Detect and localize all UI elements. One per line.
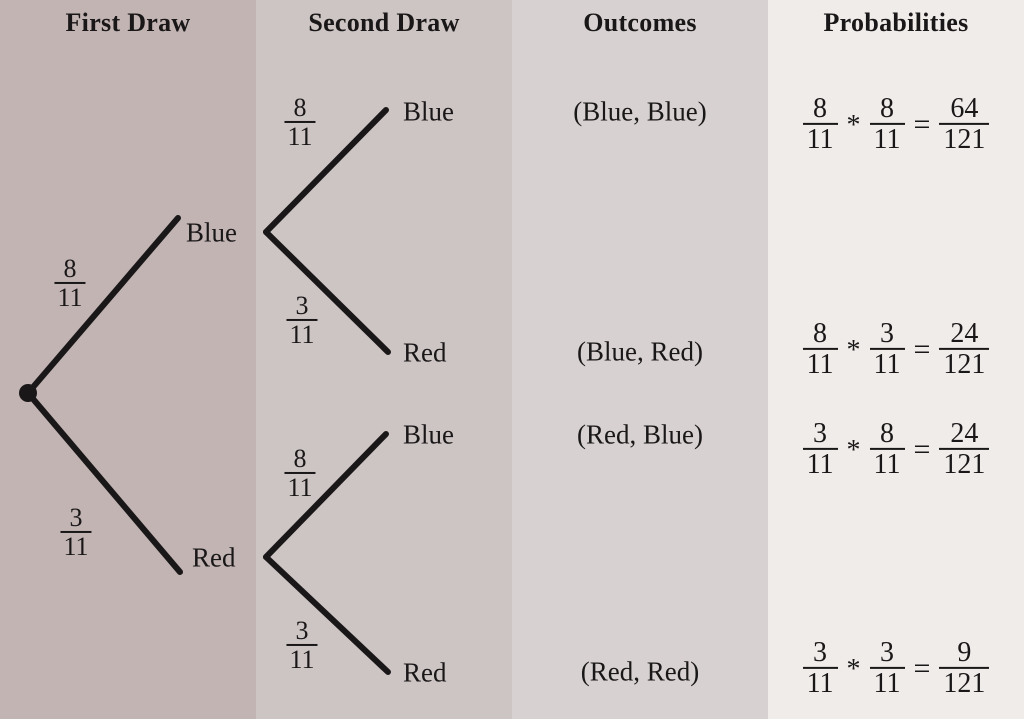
branch-first-blue [25, 215, 181, 396]
probability-result-fraction: 24 121 [939, 417, 990, 479]
numerator: 8 [293, 443, 307, 473]
denominator: 121 [939, 123, 990, 154]
probability-row-red-blue: 3 11 * 8 11 = 24 121 [768, 419, 1024, 479]
denominator: 11 [869, 123, 905, 154]
denominator: 11 [286, 319, 318, 348]
root-node-dot [19, 384, 37, 402]
outcome-red-blue: (Red, Blue) [577, 419, 703, 450]
numerator: 3 [813, 636, 828, 668]
probability-second-fraction: 8 11 [869, 417, 905, 479]
header-probabilities: Probabilities [823, 8, 969, 37]
numerator: 8 [813, 92, 828, 124]
node-second-draw-blue-blue: Blue [403, 96, 454, 127]
numerator: 8 [813, 317, 828, 349]
numerator: 3 [880, 317, 895, 349]
header-outcomes: Outcomes [583, 8, 697, 37]
node-second-draw-red-blue: Blue [403, 419, 454, 450]
column-probabilities [768, 0, 1024, 719]
probability-result-fraction: 9 121 [939, 636, 990, 698]
probability-second-fraction: 8 11 [869, 92, 905, 154]
probability-first-fraction: 3 11 [802, 417, 838, 479]
denominator: 11 [869, 667, 905, 698]
numerator: 8 [880, 92, 895, 124]
probability-row-blue-red: 8 11 * 3 11 = 24 121 [768, 319, 1024, 379]
node-first-draw-blue: Blue [186, 217, 237, 248]
probability-row-red-red: 3 11 * 3 11 = 9 121 [768, 638, 1024, 698]
denominator: 11 [286, 644, 318, 673]
branch-red-blue [263, 431, 389, 560]
multiply-operator: * [846, 110, 861, 141]
multiply-operator: * [846, 435, 861, 466]
branch-label-second-blue-red-probability: 3 11 [286, 290, 318, 348]
denominator: 11 [284, 121, 316, 150]
numerator: 3 [295, 615, 309, 645]
branch-label-first-red-probability: 3 11 [60, 502, 92, 560]
column-second-draw [256, 0, 512, 719]
denominator: 121 [939, 348, 990, 379]
probability-first-fraction: 8 11 [802, 317, 838, 379]
numerator: 24 [950, 317, 979, 349]
outcome-red-red: (Red, Red) [580, 656, 700, 687]
denominator: 11 [60, 531, 92, 560]
multiply-operator: * [846, 654, 861, 685]
probability-result-fraction: 64 121 [939, 92, 990, 154]
branch-first-red [25, 390, 183, 575]
denominator: 11 [802, 667, 838, 698]
numerator: 24 [950, 417, 979, 449]
branch-blue-red [263, 229, 391, 355]
equals-sign: = [913, 652, 931, 685]
equals-sign: = [913, 108, 931, 141]
column-outcomes [512, 0, 768, 719]
header-first-draw: First Draw [65, 8, 191, 37]
numerator: 3 [813, 417, 828, 449]
probability-row-blue-blue: 8 11 * 8 11 = 64 121 [768, 94, 1024, 154]
equals-sign: = [913, 333, 931, 366]
branch-label-first-blue-probability: 8 11 [54, 253, 86, 311]
numerator: 8 [880, 417, 895, 449]
denominator: 11 [802, 123, 838, 154]
numerator: 9 [957, 636, 972, 668]
branch-label-second-blue-blue-probability: 8 11 [284, 92, 316, 150]
header-second-draw: Second Draw [308, 8, 460, 37]
outcome-blue-blue: (Blue, Blue) [573, 96, 707, 127]
numerator: 3 [69, 502, 83, 532]
probability-result-fraction: 24 121 [939, 317, 990, 379]
numerator: 3 [880, 636, 895, 668]
node-first-draw-red: Red [192, 542, 236, 573]
denominator: 121 [939, 448, 990, 479]
denominator: 11 [869, 348, 905, 379]
numerator: 3 [295, 290, 309, 320]
branch-red-red [263, 554, 391, 675]
denominator: 11 [802, 348, 838, 379]
probability-first-fraction: 3 11 [802, 636, 838, 698]
probability-second-fraction: 3 11 [869, 636, 905, 698]
branch-label-second-red-red-probability: 3 11 [286, 615, 318, 673]
denominator: 11 [284, 472, 316, 501]
column-first-draw [0, 0, 256, 719]
equals-sign: = [913, 433, 931, 466]
node-second-draw-red-red: Red [403, 657, 447, 688]
denominator: 11 [54, 282, 86, 311]
outcome-blue-red: (Blue, Red) [577, 336, 703, 367]
branch-blue-blue [263, 107, 389, 235]
probability-second-fraction: 3 11 [869, 317, 905, 379]
denominator: 11 [802, 448, 838, 479]
denominator: 11 [869, 448, 905, 479]
denominator: 121 [939, 667, 990, 698]
node-second-draw-blue-red: Red [403, 337, 447, 368]
probability-first-fraction: 8 11 [802, 92, 838, 154]
branch-label-second-red-blue-probability: 8 11 [284, 443, 316, 501]
numerator: 64 [950, 92, 979, 124]
numerator: 8 [63, 253, 77, 283]
multiply-operator: * [846, 335, 861, 366]
numerator: 8 [293, 92, 307, 122]
